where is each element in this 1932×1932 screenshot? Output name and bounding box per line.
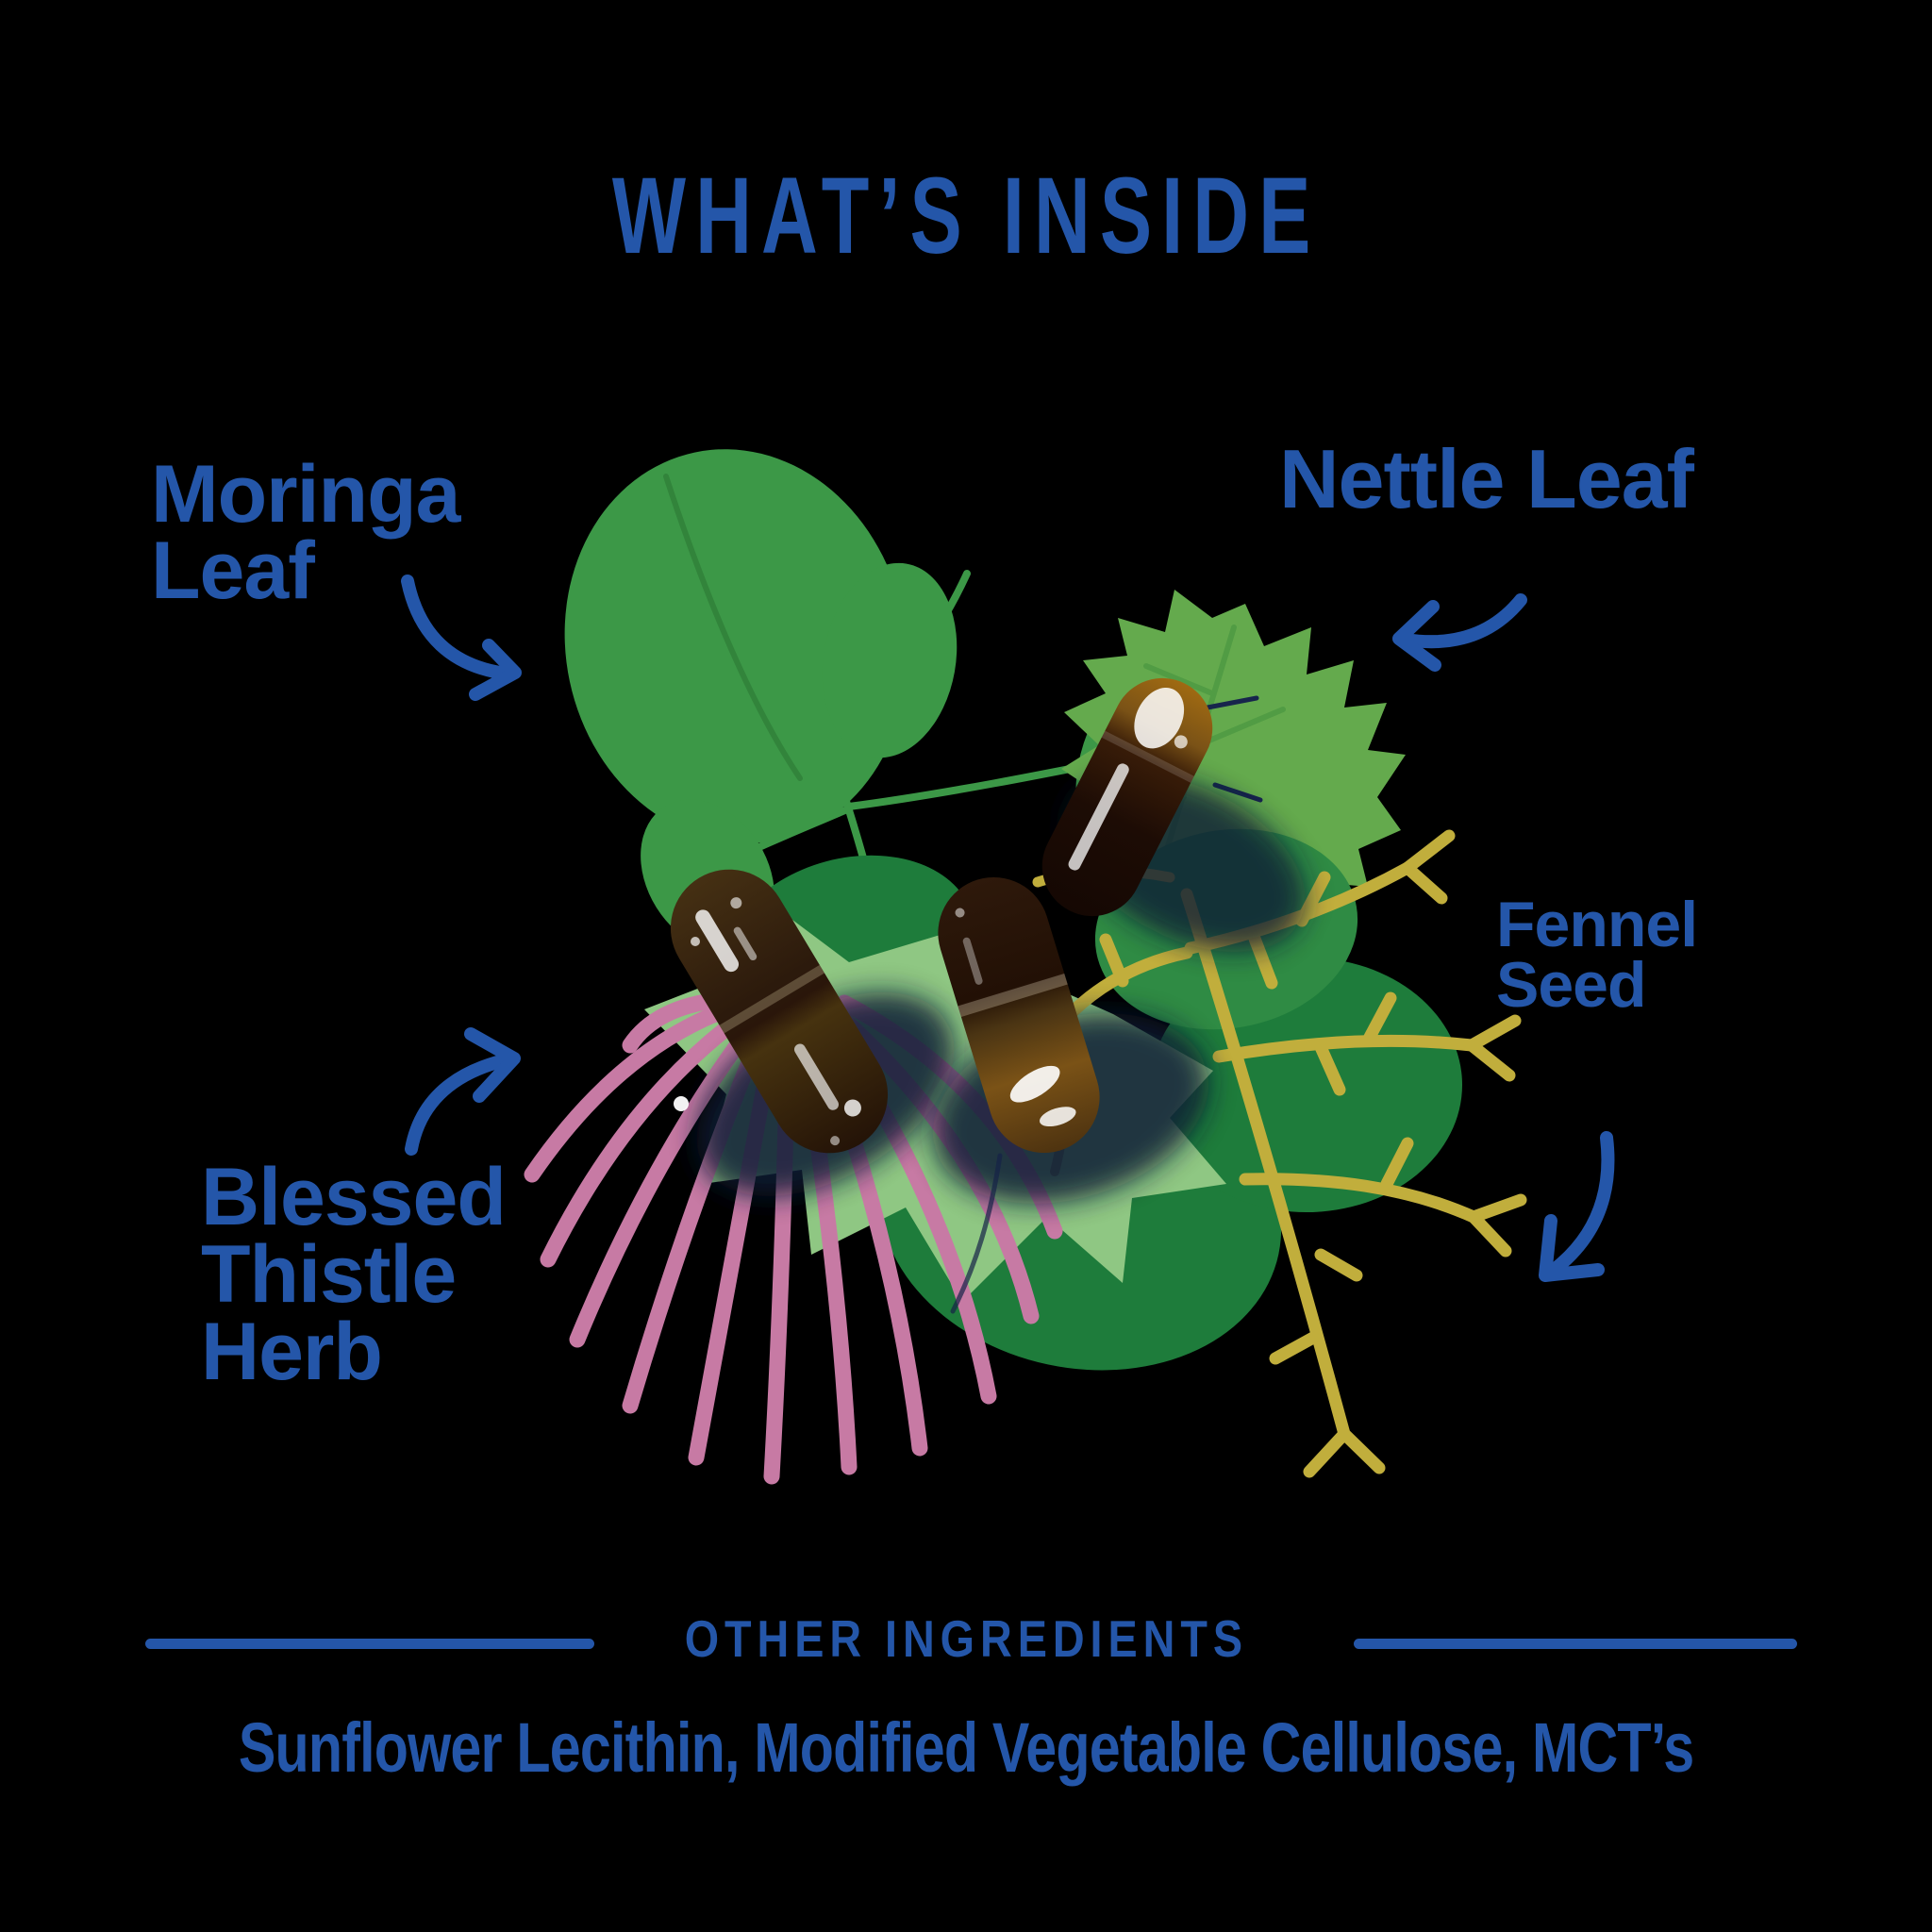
- page-title-text: WHAT’S INSIDE: [611, 156, 1321, 276]
- label-arrows: [401, 575, 1615, 1282]
- nettle-arrow: [1392, 593, 1527, 672]
- page-title: WHAT’S INSIDE: [0, 157, 1932, 276]
- sparkles: [674, 937, 700, 1111]
- other-ingredients-list-text: Sunflower Lecithin, Modified Vegetable C…: [238, 1708, 1694, 1787]
- blessed-thistle-arrow: [405, 1027, 521, 1156]
- label-moringa-leaf: Moringa Leaf: [151, 449, 460, 616]
- label-blessed-thistle-herb: Blessed Thistle Herb: [201, 1152, 507, 1397]
- other-ingredients-heading: OTHER INGREDIENTS: [0, 1608, 1932, 1669]
- capsule-icon: [938, 876, 1100, 1154]
- capsule-icon: [1041, 677, 1213, 917]
- heading-rule-right: [1354, 1639, 1797, 1649]
- heading-rule-left: [145, 1639, 594, 1649]
- fennel-arrow: [1539, 1131, 1615, 1282]
- label-nettle-leaf: Nettle Leaf: [1279, 432, 1694, 525]
- label-fennel-seed: Fennel Seed: [1496, 889, 1698, 1021]
- moringa-arrow: [401, 575, 522, 701]
- other-ingredients-list: Sunflower Lecithin, Modified Vegetable C…: [0, 1707, 1932, 1788]
- capsule-icon: [670, 869, 889, 1154]
- other-ingredients-heading-text: OTHER INGREDIENTS: [684, 1609, 1248, 1668]
